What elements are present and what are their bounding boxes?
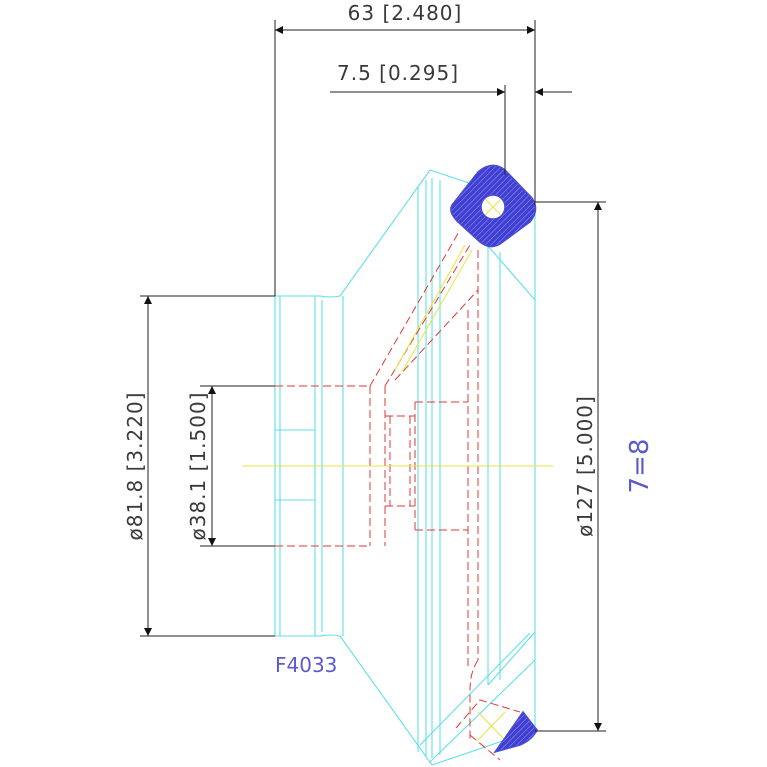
bore-diameter-label: ø38.1 [1.500]	[186, 392, 210, 541]
offset-label: 7.5 [0.295]	[337, 61, 459, 85]
outer-diameter-label: ø127 [5.000]	[573, 395, 597, 537]
quantity-label: 7=8	[625, 439, 655, 494]
part-number-label: F4033	[275, 653, 337, 677]
hub-diameter-label: ø81.8 [3.220]	[123, 392, 147, 541]
centerlines	[243, 244, 553, 741]
dimension-hub-diameter: ø81.8 [3.220]	[123, 295, 275, 637]
dimension-outer-diameter: ø127 [5.000]	[535, 201, 606, 732]
dimension-7-5: 7.5 [0.295]	[330, 61, 572, 175]
dimension-bore-diameter: ø38.1 [1.500]	[186, 385, 275, 547]
dimension-63: 63 [2.480]	[274, 1, 536, 296]
bottom-hatch-section	[493, 710, 538, 754]
hatched-sections	[450, 164, 538, 754]
overall-width-label: 63 [2.480]	[348, 1, 463, 25]
